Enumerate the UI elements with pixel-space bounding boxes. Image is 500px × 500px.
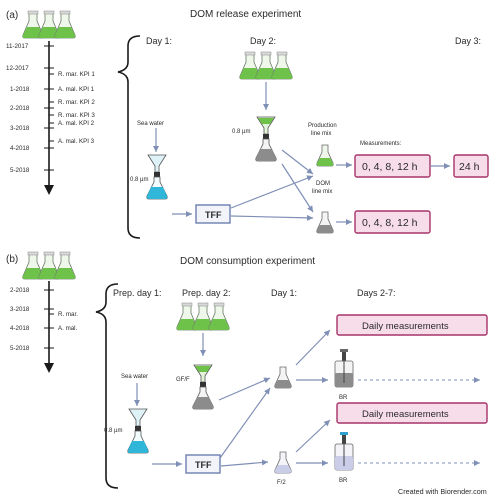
culture-flasks-icon: [23, 252, 76, 279]
filter-label: 0.8 µm: [104, 428, 122, 434]
arrow: [219, 387, 271, 459]
timeline-a-date: 5-2018: [10, 167, 30, 174]
timeline-b-date: 5-2018: [10, 345, 30, 352]
bioreactor-label: BR: [339, 478, 348, 484]
filter-label: GF/F: [176, 377, 190, 383]
erlenmeyer-flask-icon: [316, 144, 334, 167]
medium-label: F/2: [277, 480, 286, 486]
production-label: line mix: [311, 131, 331, 137]
measurement-box: [453, 154, 489, 178]
tff-label: TFF: [195, 460, 212, 470]
timeline-a-event: R. mar. KPI 2: [58, 99, 95, 106]
timeline-b-event: A. mal.: [58, 325, 78, 332]
measurement-box: [336, 314, 488, 336]
arrow: [220, 459, 269, 467]
culture-flasks-icon: [240, 52, 293, 79]
timeline-b-event: R. mar.: [58, 311, 78, 318]
timeline-a-date: 3-2018: [10, 125, 30, 132]
funnel-icon: [127, 408, 149, 454]
funnel-icon: [192, 364, 214, 410]
measurement-box: [336, 402, 488, 424]
culture-flasks-icon: [23, 11, 76, 38]
day-label-a: Day 1:: [146, 36, 172, 46]
measurement-box: [354, 210, 431, 234]
timeline-a-event: R. mar. KPI 1: [58, 71, 95, 78]
erlenmeyer-flask-icon: [316, 211, 334, 234]
bracket-b: [95, 283, 119, 489]
measurement-text: Daily measurements: [362, 409, 449, 420]
bioreactor-icon: [334, 431, 354, 471]
measurement-text: 0, 4, 8, 12 h: [362, 217, 418, 229]
panel-a-label: (a): [6, 10, 18, 21]
panel-b-title: DOM consumption experiment: [180, 256, 315, 267]
panel-b-label: (b): [6, 254, 18, 265]
arrow: [230, 175, 314, 209]
measurement-text: 24 h: [459, 161, 480, 173]
arrow: [281, 149, 314, 175]
credit-text: Created with Biorender.com: [398, 487, 487, 496]
timeline-a-date: 1-2018: [10, 86, 30, 93]
erlenmeyer-flask-icon: [274, 366, 292, 389]
dom-label: line mix: [312, 189, 332, 195]
day-label-b: Days 2-7:: [357, 288, 396, 298]
bracket-a: [117, 35, 141, 239]
day-label-b: Prep. day 1:: [113, 288, 162, 298]
day-label-b: Day 1:: [271, 288, 297, 298]
dom-label: DOM: [316, 181, 330, 187]
sea-water-label: Sea water: [137, 121, 164, 127]
measurement-text: Daily measurements: [362, 321, 449, 332]
day-label-a: Day 3:: [455, 36, 481, 46]
timeline-a-ticks: [44, 45, 54, 171]
bioreactor-label: BR: [339, 395, 348, 401]
production-label: Production: [308, 123, 337, 129]
filter-label: 0.8 µm: [130, 177, 148, 183]
funnel-icon: [255, 116, 277, 162]
timeline-a-event: A. mal. KPI 1: [58, 86, 95, 93]
timeline-a-date: 4-2018: [10, 145, 30, 152]
arrow: [218, 377, 271, 401]
timeline-a-date: 12-2017: [6, 65, 29, 72]
erlenmeyer-flask-icon: [274, 451, 292, 474]
measurements-label: Measurements:: [360, 141, 402, 147]
culture-flasks-icon: [177, 303, 230, 330]
timeline-a-event: R. mar. KPI 3: [58, 112, 95, 119]
timeline-b-date: 2-2018: [10, 287, 30, 294]
measurement-text: 0, 4, 8, 12 h: [362, 161, 418, 173]
arrow: [230, 214, 314, 221]
timeline-b-date: 4-2018: [10, 325, 30, 332]
arrow: [295, 419, 331, 453]
day-label-a: Day 2:: [250, 36, 276, 46]
sea-water-label: Sea water: [121, 374, 148, 380]
tff-box: [195, 204, 231, 224]
panel-a-title: DOM release experiment: [190, 9, 301, 20]
arrow: [295, 329, 331, 366]
filter-label: 0.8 µm: [232, 129, 250, 135]
timeline-b-date: 3-2018: [10, 306, 30, 313]
tff-label: TFF: [205, 210, 222, 220]
timeline-a-date: 2-2018: [10, 105, 30, 112]
funnel-icon: [146, 154, 168, 200]
timeline-a-event: A. mal. KPI 2: [58, 120, 95, 127]
arrow: [281, 163, 314, 213]
bioreactor-icon: [334, 348, 354, 388]
timeline-b-ticks: [44, 289, 54, 349]
timeline-a-date: 11-2017: [6, 43, 29, 50]
timeline-a-event: A. mal. KPI 3: [58, 138, 95, 145]
day-label-b: Prep. day 2:: [182, 288, 231, 298]
tff-box: [185, 454, 221, 474]
